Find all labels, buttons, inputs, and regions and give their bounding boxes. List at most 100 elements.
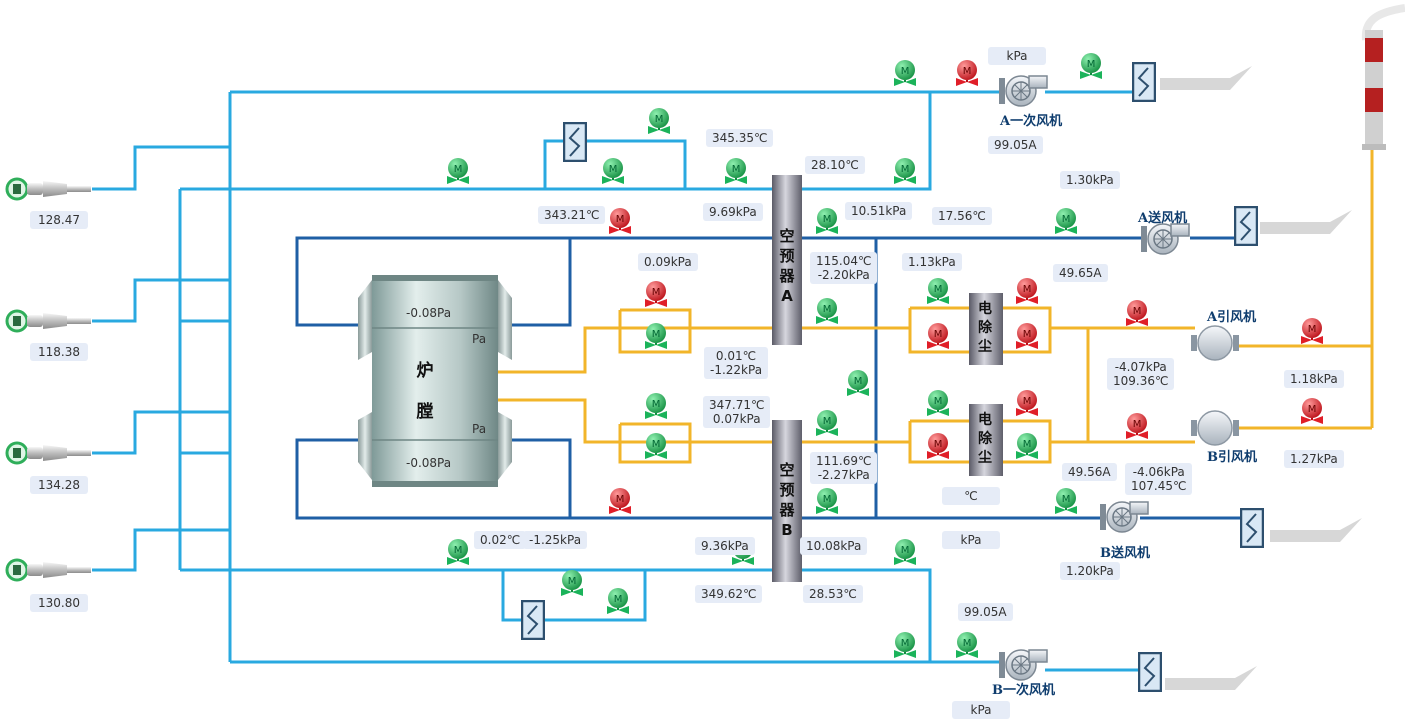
furnace-b-side-pressure: Pa [472, 422, 487, 436]
primary-fan-a-icon[interactable] [999, 75, 1048, 107]
air-preheater-a-label: 空预器A [779, 227, 795, 305]
sa-b-outlet-pressure: 10.08kPa [800, 537, 868, 555]
valve-icon [606, 587, 630, 614]
fd-fan-a-icon[interactable] [1141, 223, 1190, 255]
valve-icon [1015, 432, 1039, 459]
pa-b-temp: 0.02℃ [474, 531, 527, 549]
burner-1-value: 128.47 [30, 211, 88, 229]
air-preheater-b-body [772, 420, 802, 582]
flue-a-in: 0.01℃ -1.22kPa [704, 347, 769, 379]
valve-icon [815, 207, 839, 234]
id-b-outlet-pressure: 1.27kPa [1284, 450, 1344, 468]
flue-b-out: 111.69℃ -2.27kPa [810, 452, 878, 484]
pa-fan-a-pressure: kPa [988, 47, 1046, 65]
esp-a-label: 电除尘 [978, 301, 992, 355]
chimney [1361, 4, 1405, 150]
valve-icon [1015, 322, 1039, 349]
valve-icon [955, 59, 979, 86]
valve-icon [644, 432, 668, 459]
burner-1-icon [5, 177, 93, 201]
heater-fd-a-icon [1234, 206, 1258, 246]
cold-pa-b-temp: 28.53℃ [803, 585, 863, 603]
pa-b-pressure: -1.25kPa [523, 531, 588, 549]
id-a-inlet: -4.07kPa 109.36℃ [1107, 358, 1175, 390]
valve-icon [644, 280, 668, 307]
valve-icon [560, 569, 584, 596]
valve-icon [893, 631, 917, 658]
pa-fan-b-current: 99.05A [958, 603, 1013, 621]
furnace-top-pressure: -0.08Pa [406, 306, 452, 320]
valve-icon [1125, 412, 1149, 439]
primary-fan-b-label: B一次风机 [992, 683, 1055, 698]
air-preheater-a-body [772, 175, 802, 345]
burner-4-value: 130.80 [30, 594, 88, 612]
primary-fan-b-icon[interactable] [999, 649, 1048, 681]
valve-icon [926, 277, 950, 304]
valve-icon [647, 107, 671, 134]
esp-a-body [969, 293, 1003, 365]
valve-icon [608, 487, 632, 514]
fd-a-current: 49.65A [1053, 264, 1108, 282]
valve-icon [1300, 317, 1324, 344]
pa-fan-b-pressure: kPa [952, 701, 1010, 719]
valve-icon [893, 157, 917, 184]
valve-icon [815, 297, 839, 324]
sa-a-cold-pressure: 1.13kPa [902, 253, 962, 271]
valve-icon [815, 409, 839, 436]
hot-pa-a-temp: 345.35℃ [706, 129, 774, 147]
pa-fan-a-current: 99.05A [988, 136, 1043, 154]
valve-icon [955, 631, 979, 658]
id-fan-b-icon[interactable] [1191, 410, 1239, 446]
fd-b-pressure: 1.20kPa [1060, 562, 1120, 580]
heater-hot-pa-a-icon [563, 122, 587, 162]
burner-2-value: 118.38 [30, 343, 88, 361]
fd-a-pressure: 1.30kPa [1060, 171, 1120, 189]
fd-fan-b-label: B送风机 [1100, 546, 1150, 561]
valve-icon [608, 207, 632, 234]
valve-icon [1054, 487, 1078, 514]
valve-icon [644, 322, 668, 349]
valve-icon [926, 389, 950, 416]
hot-pa-b-temp: 349.62℃ [695, 585, 763, 603]
hot-pa-b-pressure: 9.36kPa [695, 537, 755, 555]
flue-b-in: 347.71℃ 0.07kPa [703, 396, 771, 428]
sa-a-inlet-temp: 343.21℃ [538, 206, 606, 224]
sa-b-temp: ℃ [942, 487, 1000, 505]
fd-b-current: 49.56A [1062, 463, 1117, 481]
valve-icon [893, 538, 917, 565]
id-b-inlet: -4.06kPa 107.45℃ [1125, 463, 1193, 495]
sa-a-duct-pressure: 0.09kPa [638, 253, 698, 271]
furnace-bottom-pressure: -0.08Pa [406, 456, 452, 470]
heater-pa-b-icon [1138, 652, 1162, 692]
burner-4-icon [5, 558, 93, 582]
furnace-a-side-pressure: Pa [472, 332, 487, 346]
heater-fd-b-icon [1240, 508, 1264, 548]
valve-icon [1079, 52, 1103, 79]
valve-icon [601, 157, 625, 184]
hot-pa-a-pressure: 9.69kPa [703, 203, 763, 221]
id-fan-a-icon[interactable] [1191, 325, 1239, 361]
valve-icon [446, 157, 470, 184]
id-fan-a-label: A引风机 [1207, 310, 1257, 325]
primary-fan-a-label: A一次风机 [1000, 114, 1063, 129]
valve-icon [893, 59, 917, 86]
valve-icon [644, 392, 668, 419]
valve-icon [815, 487, 839, 514]
sa-a-cold-temp: 17.56℃ [932, 207, 992, 225]
burner-2-icon [5, 309, 93, 333]
valve-icon [846, 369, 870, 396]
heater-pa-a-icon [1132, 62, 1156, 102]
air-preheater-b-label: 空预器B [779, 461, 795, 539]
valve-icon [1015, 277, 1039, 304]
furnace [358, 275, 512, 487]
furnace-label-2: 膛 [416, 402, 434, 422]
burner-3-icon [5, 441, 93, 465]
fd-fan-a-label: A送风机 [1138, 211, 1188, 226]
id-a-outlet-pressure: 1.18kPa [1284, 370, 1344, 388]
valve-icon [724, 157, 748, 184]
valve-icon [1054, 207, 1078, 234]
furnace-label-1: 炉 [416, 361, 434, 381]
heater-hot-pa-b-icon [521, 600, 545, 640]
esp-b-body [969, 404, 1003, 476]
